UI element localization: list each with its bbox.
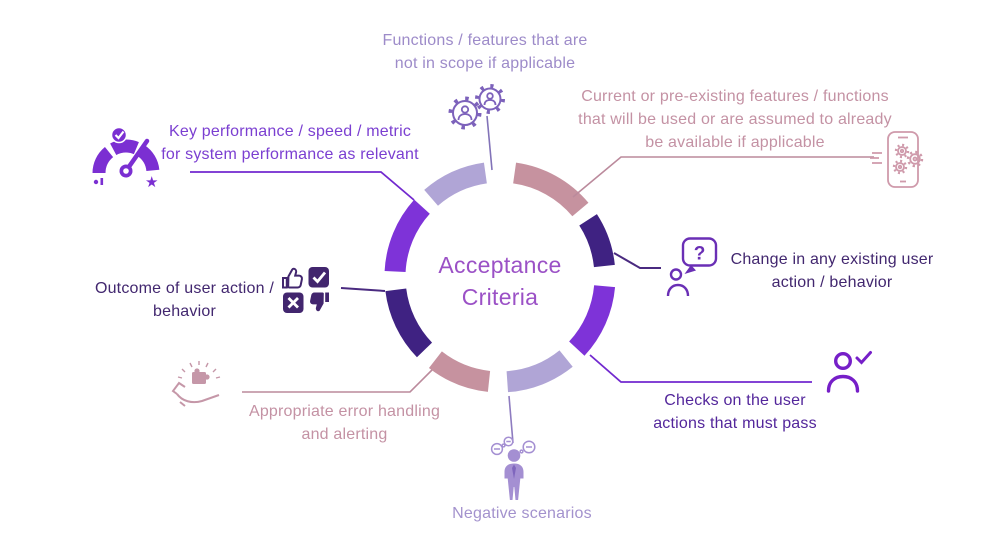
center-title-line: Criteria	[461, 284, 539, 310]
label-checks-pass: Checks on the user actions that must pas…	[620, 389, 850, 435]
label-error-handling: Appropriate error handling and alerting	[227, 400, 462, 446]
acceptance-ring	[384, 162, 616, 393]
ring-segment-not_in_scope	[424, 162, 488, 206]
label-negative-scenarios: Negative scenarios	[412, 502, 632, 525]
thumbs-grid-icon	[282, 267, 329, 313]
label-line: Change in any existing user	[730, 251, 934, 268]
label-line: Outcome of user action /	[94, 280, 275, 297]
label-line: be available if applicable	[645, 134, 825, 151]
label-key-performance: Key performance / speed / metric for sys…	[135, 120, 445, 166]
connector-pre-existing	[572, 156, 874, 198]
svg-text:?: ?	[694, 244, 706, 265]
gauge-icon: ★	[90, 126, 162, 191]
label-line: action / behavior	[771, 274, 893, 291]
label-change-existing: Change in any existing user action / beh…	[718, 248, 946, 294]
gears-people-icon	[448, 84, 505, 130]
label-outcome: Outcome of user action / behavior	[62, 277, 307, 323]
center-title: Acceptance Criteria	[380, 249, 620, 313]
ring-segment-checks_pass	[568, 284, 616, 356]
label-line: not in scope if applicable	[394, 55, 576, 72]
label-line: Checks on the user	[664, 392, 806, 409]
connector-outcome	[340, 287, 386, 292]
connector-key-performance	[190, 171, 415, 201]
label-line: Key performance / speed / metric	[168, 123, 412, 140]
label-line: behavior	[153, 303, 216, 320]
person-question-icon: ?	[666, 236, 720, 298]
label-line: Negative scenarios	[452, 505, 592, 522]
thumbs-grid-icon	[280, 264, 332, 316]
connector-negative	[508, 395, 514, 444]
label-pre-existing: Current or pre-existing features / funct…	[550, 85, 920, 154]
gauge-icon: ★	[92, 126, 160, 191]
connector-change-existing	[613, 252, 661, 269]
person-negative-icon	[490, 436, 536, 500]
person-question-icon: ?	[666, 237, 718, 297]
ring-segment-key_performance	[384, 199, 431, 273]
ring-segment-outcome	[385, 288, 433, 358]
label-line: for system performance as relevant	[161, 146, 419, 163]
label-line: actions that must pass	[653, 415, 817, 432]
label-line: Current or pre-existing features / funct…	[581, 88, 889, 105]
hand-puzzle-icon	[171, 361, 221, 407]
center-title-line: Acceptance	[438, 252, 562, 278]
person-negative-icon	[486, 436, 542, 502]
label-not-in-scope: Functions / features that are not in sco…	[320, 29, 650, 75]
connector-not-in-scope	[486, 115, 493, 171]
hand-puzzle-icon	[170, 358, 232, 414]
ring-segment-pre_existing	[512, 162, 589, 217]
label-line: and alerting	[301, 426, 388, 443]
connector-error-handling	[242, 369, 433, 393]
gears-people-icon	[446, 84, 510, 130]
person-check-icon	[824, 348, 874, 398]
label-line: Appropriate error handling	[248, 403, 441, 420]
phone-gears-icon	[870, 131, 924, 188]
connector-checks-pass	[589, 354, 812, 383]
ring-segment-change_existing	[579, 214, 615, 268]
phone-gears-icon	[868, 130, 924, 190]
ring-segment-negative	[506, 350, 573, 393]
label-line: Functions / features that are	[382, 32, 588, 49]
label-line: that will be used or are assumed to alre…	[578, 111, 892, 128]
ring-segment-error_handling	[428, 351, 491, 392]
svg-text:★: ★	[145, 173, 158, 191]
person-check-icon	[826, 351, 872, 393]
